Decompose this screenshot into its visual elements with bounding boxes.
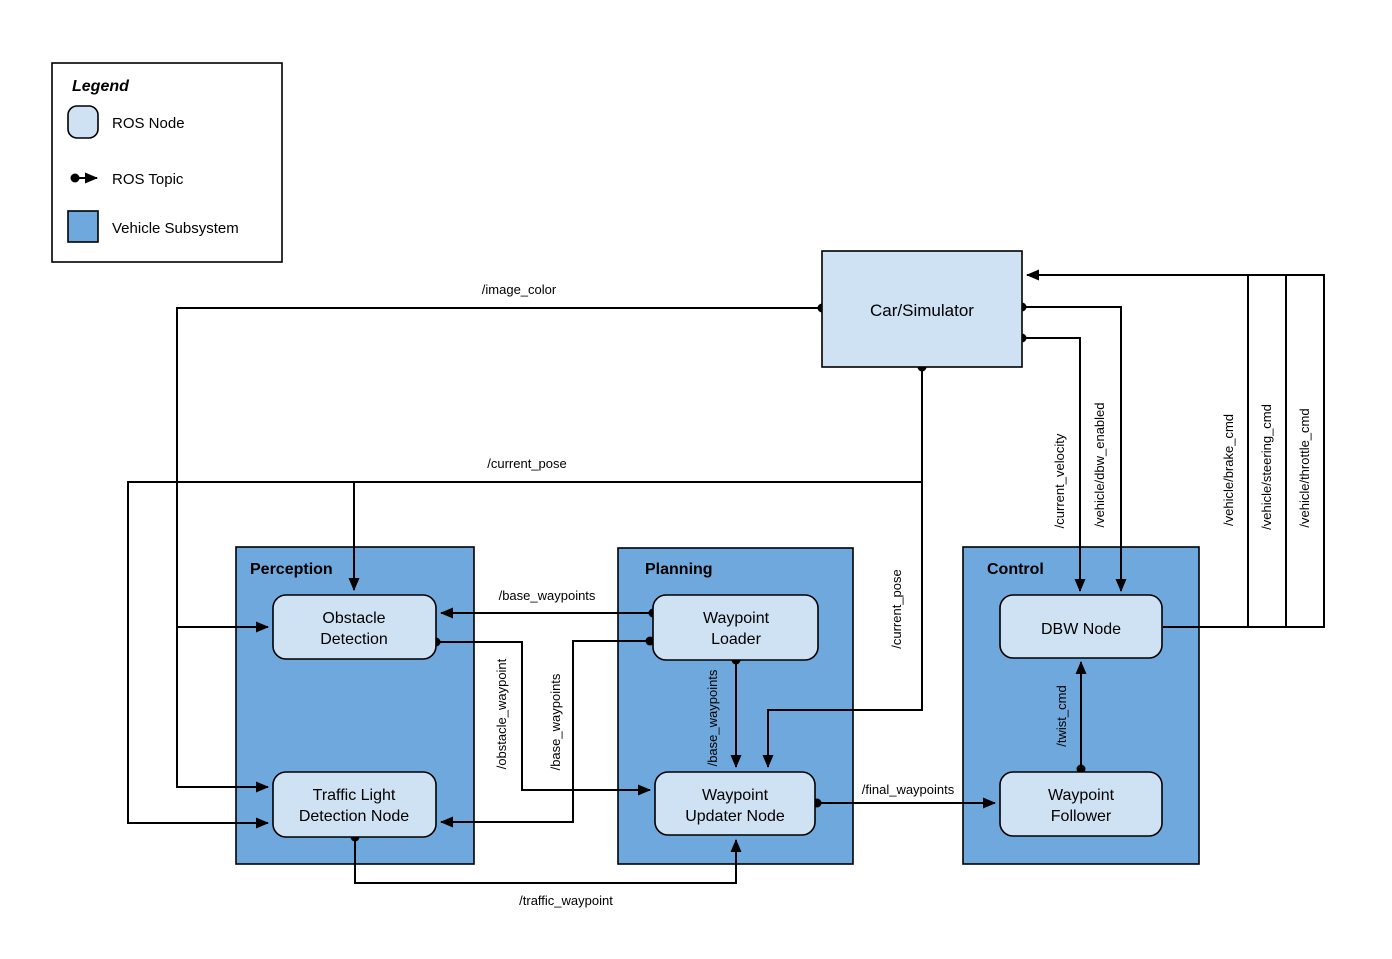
car-simulator-box	[821, 250, 1023, 368]
node-waypoint-updater: Waypoint Updater Node	[654, 771, 816, 836]
label-dbw-enabled: /vehicle/dbw_enabled	[1092, 402, 1107, 527]
label-obstacle-waypoint: /obstacle_waypoint	[494, 658, 509, 769]
node-obstacle-detection: Obstacle Detection	[272, 594, 437, 660]
connector-current-pose-updater	[762, 362, 927, 768]
traffic-light-detection-box	[272, 771, 437, 838]
label-steering-cmd: /vehicle/steering_cmd	[1259, 404, 1274, 530]
legend-title: Legend	[72, 78, 130, 95]
obstacle-detection-label-line1: Obstacle	[322, 610, 385, 627]
waypoint-updater-box	[654, 771, 816, 836]
label-current-velocity: /current_velocity	[1052, 433, 1067, 528]
label-base-waypoints-vertical: /base_waypoints	[548, 673, 563, 770]
waypoint-follower-label-line1: Waypoint	[1048, 787, 1115, 804]
planning-title: Planning	[645, 561, 713, 578]
label-current-pose: /current_pose	[487, 456, 567, 471]
label-base-waypoints-planning: /base_waypoints	[705, 669, 720, 766]
connector-image-color	[176, 303, 827, 793]
control-title: Control	[987, 561, 1044, 578]
perception-title: Perception	[250, 561, 333, 578]
label-final-waypoints: /final_waypoints	[862, 782, 955, 797]
dbw-node-label: DBW Node	[1041, 621, 1121, 638]
connector-throttle-cmd-return	[1026, 269, 1325, 628]
node-traffic-light-detection: Traffic Light Detection Node	[272, 771, 437, 838]
obstacle-detection-label-line2: Detection	[320, 631, 388, 648]
waypoint-follower-box	[999, 771, 1163, 837]
node-waypoint-loader: Waypoint Loader	[652, 594, 819, 661]
legend-vehicle-subsystem-label: Vehicle Subsystem	[112, 220, 239, 237]
obstacle-detection-box	[272, 594, 437, 660]
waypoint-loader-label-line2: Loader	[711, 631, 761, 648]
legend: Legend ROS Node ROS Topic Vehicle Subsys…	[51, 62, 283, 263]
waypoint-updater-label-line2: Updater Node	[685, 808, 785, 825]
label-brake-cmd: /vehicle/brake_cmd	[1221, 414, 1236, 526]
legend-ros-topic-label: ROS Topic	[112, 171, 184, 188]
waypoint-loader-box	[652, 594, 819, 661]
traffic-light-label-line1: Traffic Light	[313, 787, 396, 804]
node-car-simulator: Car/Simulator	[821, 250, 1023, 368]
connector-dbw-enabled	[1017, 302, 1127, 592]
car-simulator-label: Car/Simulator	[870, 301, 974, 320]
legend-vehicle-subsystem-swatch	[67, 210, 99, 243]
waypoint-loader-label-line1: Waypoint	[703, 610, 770, 627]
traffic-light-label-line2: Detection Node	[299, 808, 409, 825]
label-base-waypoints: /base_waypoints	[499, 588, 596, 603]
connector-current-pose-traffic-light	[127, 481, 922, 829]
label-traffic-waypoint: /traffic_waypoint	[519, 893, 613, 908]
node-waypoint-follower: Waypoint Follower	[999, 771, 1163, 837]
node-dbw: DBW Node	[999, 594, 1163, 659]
label-twist-cmd: /twist_cmd	[1054, 685, 1069, 746]
connector-traffic-waypoint	[350, 832, 742, 884]
label-current-pose-vertical: /current_pose	[889, 569, 904, 649]
dbw-node-box	[999, 594, 1163, 659]
connector-obstacle-waypoint	[431, 637, 651, 796]
legend-ros-node-swatch	[67, 105, 99, 139]
waypoint-updater-label-line1: Waypoint	[702, 787, 769, 804]
label-throttle-cmd: /vehicle/throttle_cmd	[1297, 408, 1312, 527]
waypoint-follower-label-line2: Follower	[1051, 808, 1112, 825]
label-image-color: /image_color	[482, 282, 557, 297]
legend-ros-node-label: ROS Node	[112, 115, 185, 132]
